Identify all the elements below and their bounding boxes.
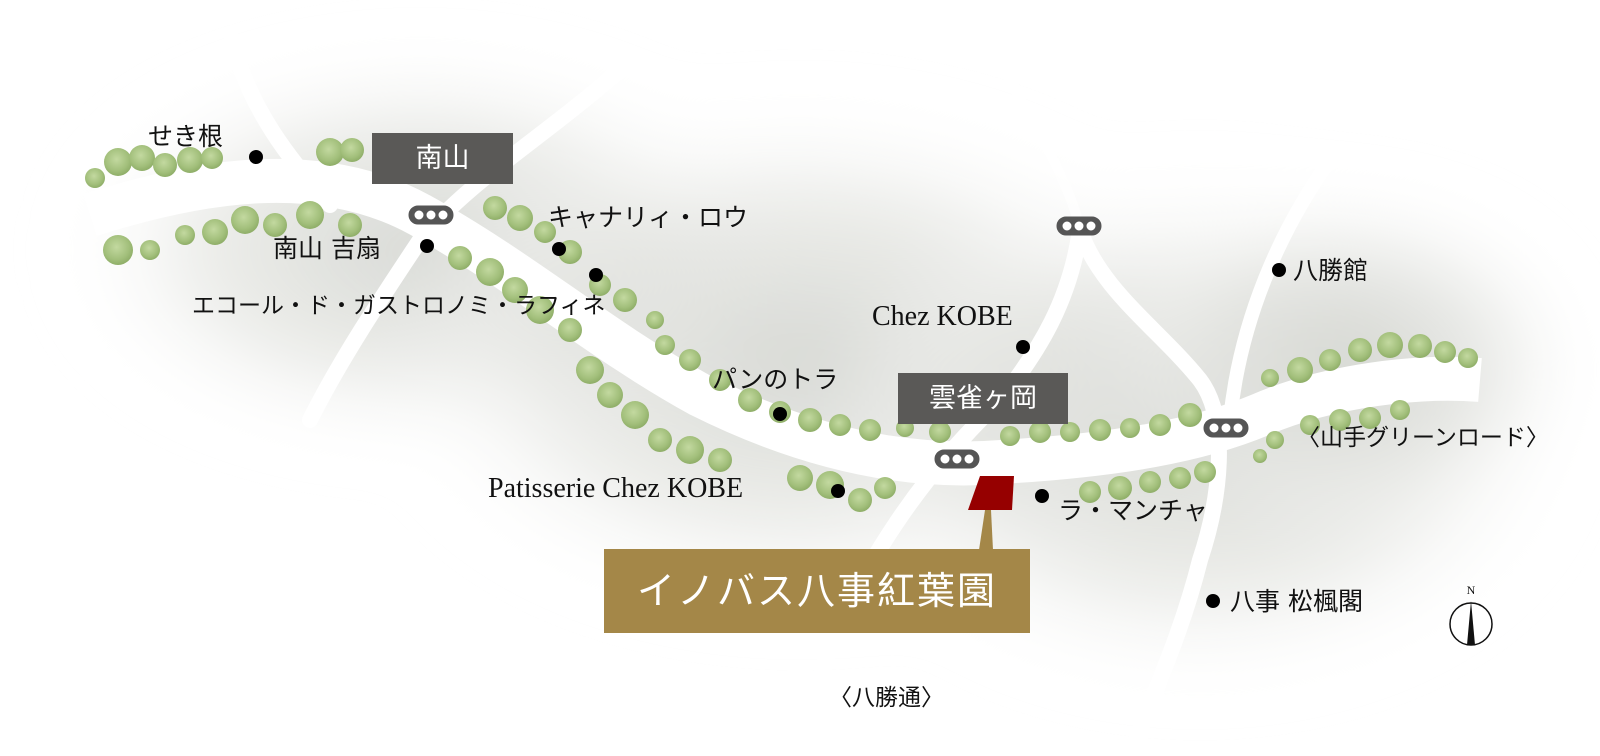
poi-label-sekine: せき根 (148, 122, 224, 151)
poi-label-pan-no-tora: パンのトラ (712, 365, 839, 394)
poi-label-chez-kobe: Chez KOBE (872, 301, 1013, 332)
station-icon-nanzan (408, 205, 454, 225)
station-icon-north (1056, 216, 1102, 236)
property-label[interactable]: イノバス八事紅葉園 (604, 549, 1030, 633)
poi-label-ecole-gastronomie-raffine: エコール・ド・ガストロノミ・ラフィネ (192, 293, 606, 319)
station-icon-east (1203, 418, 1249, 438)
poi-label-patisserie-chez-kobe: Patisserie Chez KOBE (488, 473, 744, 504)
compass-north-label: N (1466, 583, 1476, 597)
station-icon-hibarigaoka (934, 449, 980, 469)
trees (85, 138, 1478, 512)
property-site-marker (968, 476, 1014, 510)
poi-dots (249, 150, 1286, 608)
station-label-hibarigaoka: 雲雀ヶ岡 (898, 373, 1068, 424)
station-label-nanzan: 南山 (372, 133, 513, 184)
property-name: イノバス八事紅葉園 (636, 569, 997, 613)
compass-arrow-icon (1449, 601, 1493, 646)
poi-label-yagoto-shofukaku: 八事 松楓閣 (1230, 587, 1363, 616)
station-name: 雲雀ヶ岡 (929, 383, 1037, 414)
poi-label-canary-row: キャナリィ・ロウ (548, 203, 749, 232)
property-pointer (979, 510, 993, 550)
road-label-hassho-dori: 〈八勝通〉 (829, 685, 944, 711)
main-road (83, 158, 1482, 486)
poi-label-la-mancha: ラ・マンチャ (1058, 496, 1208, 525)
road-label-yamate-green-road: 〈山手グリーンロード〉 (1297, 425, 1549, 451)
poi-label-hassho-kan: 八勝館 (1293, 256, 1369, 285)
station-name: 南山 (415, 143, 470, 174)
poi-label-nanzan-kissen: 南山 吉扇 (273, 234, 381, 263)
north-compass: N (1447, 583, 1495, 647)
